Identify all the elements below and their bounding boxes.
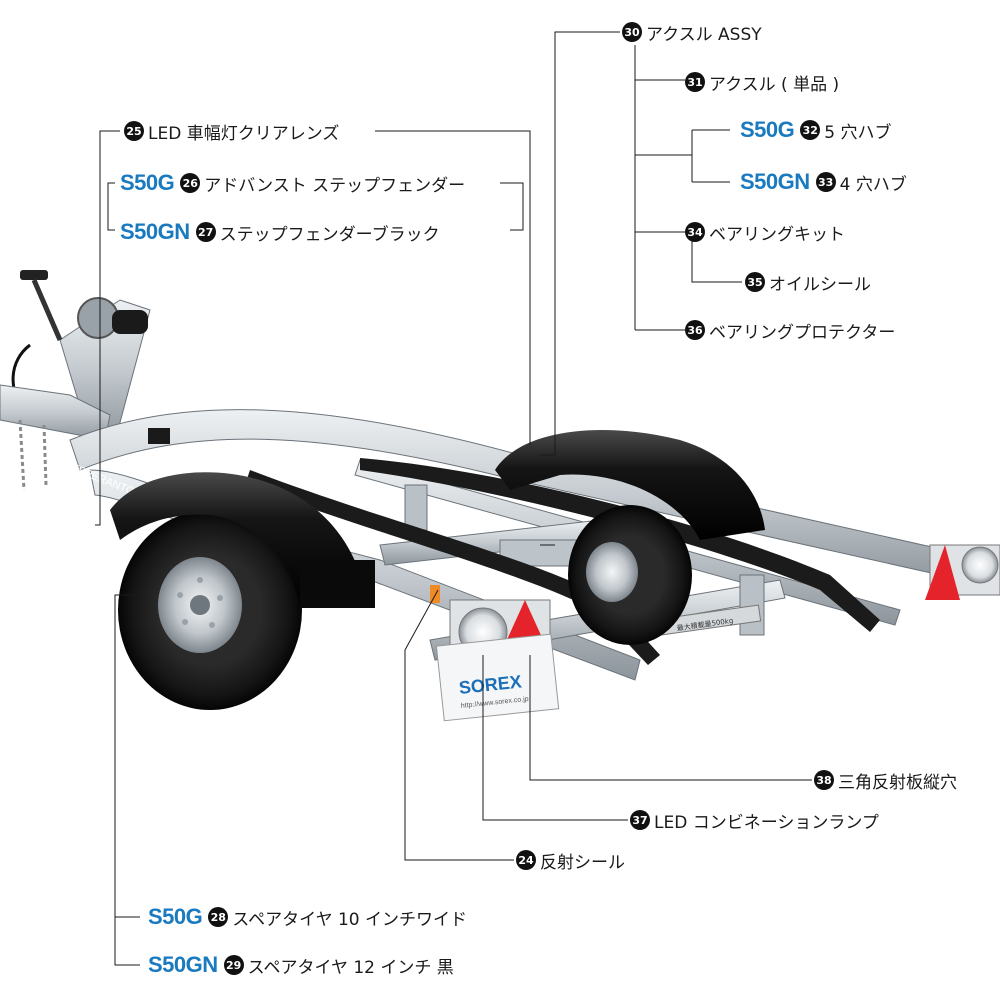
model-code: S50GN bbox=[148, 952, 218, 977]
callout-24-reflective-sticker: 24 反射シール bbox=[516, 846, 625, 874]
callout-number: 31 bbox=[685, 72, 705, 92]
callout-26-advanced-step-fender: S50G 26 アドバンスト ステップフェンダー bbox=[120, 169, 465, 197]
callout-label: アクスル ASSY bbox=[646, 24, 762, 45]
callout-number: 34 bbox=[685, 222, 705, 242]
callout-28-spare-tire-10: S50G 28 スペアタイヤ 10 インチワイド bbox=[148, 903, 467, 931]
callout-label: 三角反射板縦穴 bbox=[838, 772, 957, 793]
near-fender bbox=[110, 472, 375, 608]
callout-25-led-clear-lens: 25 LED 車幅灯クリアレンズ bbox=[124, 117, 339, 145]
leader-lines bbox=[95, 31, 812, 966]
callout-34-bearing-kit: 34 ベアリングキット bbox=[685, 218, 845, 246]
callout-36-bearing-protector: 36 ベアリングプロテクター bbox=[685, 316, 895, 344]
callout-label: LED コンビネーションランプ bbox=[654, 812, 879, 833]
callout-29-spare-tire-12: S50GN 29 スペアタイヤ 12 インチ 黒 bbox=[148, 951, 454, 979]
callout-number: 26 bbox=[180, 173, 201, 193]
callout-label: スペアタイヤ 12 インチ 黒 bbox=[247, 957, 454, 978]
callout-38-triangle-reflector: 38 三角反射板縦穴 bbox=[814, 766, 957, 794]
near-wheel bbox=[118, 510, 302, 710]
callout-37-led-combination-lamp: 37 LED コンビネーションランプ bbox=[630, 806, 879, 834]
tongue-coupler bbox=[0, 384, 111, 491]
callout-number: 35 bbox=[745, 272, 765, 292]
callout-label: スペアタイヤ 10 インチワイド bbox=[232, 909, 468, 930]
model-code: S50GN bbox=[120, 219, 190, 244]
model-code: S50GN bbox=[740, 169, 810, 194]
callout-number: 37 bbox=[630, 810, 650, 830]
callout-label: LED 車幅灯クリアレンズ bbox=[148, 123, 340, 144]
callout-number: 38 bbox=[814, 770, 834, 790]
callout-label: 4 穴ハブ bbox=[839, 174, 907, 195]
far-wheel bbox=[568, 505, 692, 645]
callout-number: 32 bbox=[800, 120, 821, 140]
callout-number: 27 bbox=[195, 222, 216, 242]
callout-31-axle-single: 31 アクスル ( 単品 ) bbox=[685, 68, 839, 96]
license-plate: SOREX http://www.sorex.co.jp bbox=[435, 633, 560, 722]
callout-35-oil-seal: 35 オイルシール bbox=[745, 268, 871, 296]
bunk-boards bbox=[245, 458, 880, 665]
callout-30-axle-assy: 30 アクスル ASSY bbox=[622, 18, 762, 46]
callout-number: 36 bbox=[685, 320, 705, 340]
rear-right-light bbox=[925, 544, 1000, 600]
callout-32-hub-5: S50G 32 5 穴ハブ bbox=[740, 116, 892, 144]
callout-number: 28 bbox=[208, 907, 229, 927]
callout-number: 30 bbox=[622, 22, 642, 42]
callout-number: 29 bbox=[223, 955, 244, 975]
model-code: S50G bbox=[120, 170, 175, 195]
far-fender bbox=[495, 430, 765, 540]
callout-label: 5 穴ハブ bbox=[824, 122, 892, 143]
model-code: S50G bbox=[148, 904, 203, 929]
callout-number: 25 bbox=[124, 121, 144, 141]
callout-33-hub-4: S50GN 33 4 穴ハブ bbox=[740, 168, 907, 196]
callout-label: ベアリングキット bbox=[709, 224, 845, 245]
callout-label: 反射シール bbox=[540, 852, 625, 873]
callout-label: アドバンスト ステップフェンダー bbox=[204, 175, 466, 196]
callout-label: ベアリングプロテクター bbox=[709, 322, 896, 343]
callout-27-step-fender-black: S50GN 27 ステップフェンダーブラック bbox=[120, 218, 440, 246]
model-code: S50G bbox=[740, 117, 795, 142]
callout-label: オイルシール bbox=[769, 274, 871, 295]
callout-number: 33 bbox=[815, 172, 836, 192]
callout-label: ステップフェンダーブラック bbox=[219, 224, 440, 245]
callout-number: 24 bbox=[516, 850, 536, 870]
callout-label: アクスル ( 単品 ) bbox=[709, 74, 840, 95]
